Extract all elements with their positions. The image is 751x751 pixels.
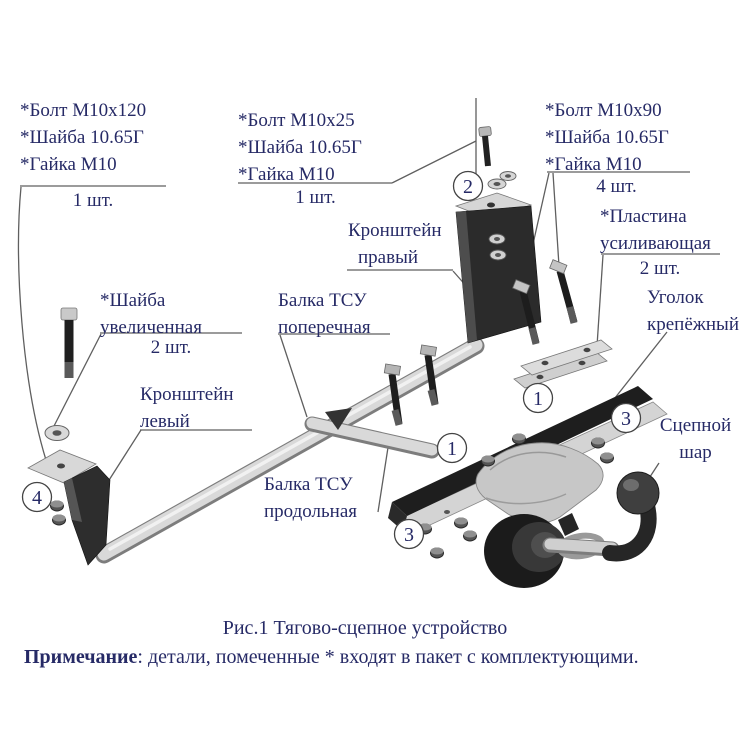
svg-text:1: 1 — [533, 388, 543, 410]
marker-3-left: 3 — [393, 518, 425, 550]
bolt-m10x25-drawing — [478, 126, 517, 190]
note-text: : детали, помеченные * входят в пакет с … — [137, 646, 639, 668]
leader-bolt-group-left — [17, 186, 47, 461]
bolts-m10x90-drawing — [512, 259, 578, 345]
note-keyword: Примечание — [24, 646, 138, 668]
label-bolt-group-left: *Болт М10х120 *Шайба 10.65Г *Гайка М10 — [20, 100, 147, 175]
qty-plate: 2 шт. — [639, 258, 681, 279]
label-bolt-group-mid: *Болт М10х25 *Шайба 10.65Г *Гайка М10 — [238, 110, 362, 185]
left-bracket-drawing — [27, 449, 111, 566]
marker-3-right: 3 — [610, 402, 642, 434]
leader-bracket-left — [103, 429, 142, 489]
leader-angle — [610, 331, 668, 404]
leader-lines — [17, 98, 720, 513]
label-bracket-left: Кронштейн левый — [140, 384, 234, 432]
marker-2: 2 — [452, 170, 484, 202]
marker-1-junction: 1 — [436, 432, 468, 464]
label-angle: Уголок крепёжный — [647, 287, 739, 335]
leader-beam-cross — [279, 334, 308, 418]
cover-shroud-drawing — [475, 442, 604, 524]
svg-text:1: 1 — [447, 438, 457, 460]
leader-washer-big — [52, 333, 102, 429]
svg-text:2: 2 — [463, 176, 473, 198]
washer-big-drawing — [44, 425, 70, 441]
label-washer-big: *Шайба увеличенная — [100, 290, 202, 338]
leader-bolt-right-2 — [552, 172, 560, 267]
left-nuts — [50, 500, 66, 526]
qty-bolt-group-mid: 1 шт. — [295, 187, 336, 208]
right-bracket-drawing — [454, 192, 542, 344]
label-bracket-right: Кронштейн правый — [348, 220, 442, 268]
right-bracket-nuts — [488, 233, 507, 261]
leader-beam-long — [377, 440, 390, 513]
qty-bolt-group-right: 4 шт. — [596, 176, 637, 197]
marker-4: 4 — [21, 481, 53, 513]
label-ball: Сцепной шар — [659, 415, 732, 463]
label-bolt-group-right: *Болт М10х90 *Шайба 10.65Г *Гайка М10 — [545, 100, 669, 175]
qty-bolt-group-left: 1 шт. — [72, 190, 114, 211]
label-beam-long: Балка ТСУ продольная — [264, 474, 358, 522]
marker-1-plates: 1 — [522, 382, 554, 414]
scattered-nuts — [418, 433, 614, 559]
left-bracket-hole — [57, 463, 65, 469]
figure-note: Примечание: детали, помеченные * входят … — [24, 646, 744, 669]
position-markers: 4 2 1 1 3 3 — [21, 170, 642, 550]
figure-caption: Рис.1 Тягово-сцепное устройство — [222, 617, 508, 639]
tow-ball-drawing — [542, 471, 660, 562]
leader-plate — [596, 254, 604, 347]
qty-washer-big: 2 шт. — [150, 337, 192, 358]
label-beam-cross: Балка ТСУ поперечная — [278, 290, 371, 338]
reinforcing-plates-drawing — [513, 339, 613, 389]
bolt-m10x120-drawing — [60, 307, 78, 378]
leader-bolt-group-mid — [391, 140, 477, 184]
drum-drawing — [484, 513, 579, 588]
cross-beam-tube — [95, 337, 485, 564]
junction-gusset — [325, 408, 352, 430]
middle-bolts — [383, 344, 439, 426]
svg-text:3: 3 — [404, 524, 414, 546]
svg-text:4: 4 — [32, 487, 42, 509]
label-plate: *Пластина усиливающая — [600, 206, 711, 254]
longitudinal-beam-tube — [304, 408, 440, 459]
svg-text:3: 3 — [621, 408, 631, 430]
